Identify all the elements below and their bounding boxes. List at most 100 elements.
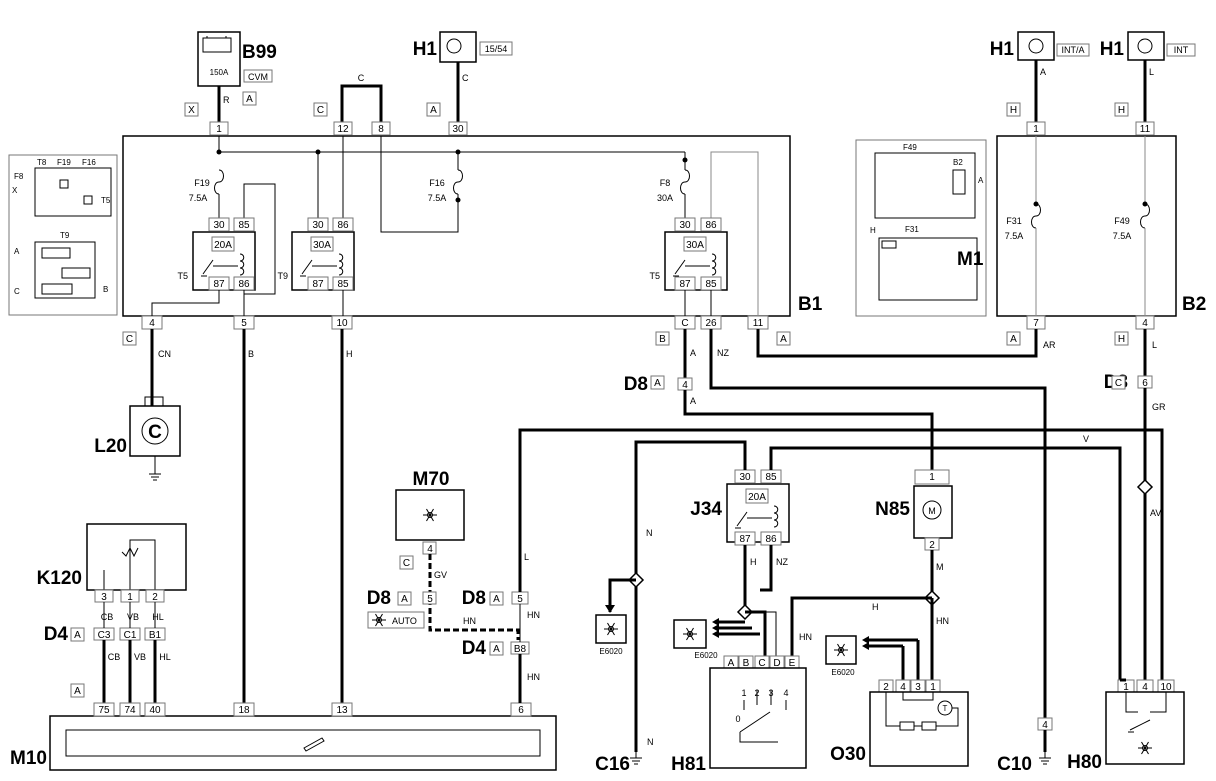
b1-top-pin-text: 12 [337,124,349,135]
e6020-h81-snowflake-icon-hub [687,631,693,637]
e6020-left-snowflake-icon-hub [608,626,614,632]
inset-c: C [14,287,20,296]
b99-body [197,31,241,87]
arrow-o30-2-head [862,642,869,650]
wire-nz-c10 [709,329,1047,718]
d8-right-tag-text: A [493,594,500,605]
b1-tag-a [776,331,791,346]
relay-top-pin-text: 85 [238,220,250,231]
b1-tag-a-text: A [780,334,787,345]
k120-pin-text: 1 [127,592,133,603]
relay-top-pin [332,217,354,232]
o30-thermo-text: T [943,704,948,713]
h81-pin-text: B [743,658,750,669]
inset-t5: T5 [101,196,111,205]
d8-a-tag-text: A [654,378,661,389]
m10-pin-text: 74 [124,705,136,716]
b1-bottom-pin-text: 10 [336,318,348,329]
inset-black-3 [41,247,71,259]
fuse-f31 [1031,203,1041,229]
wire-label-v: V [1083,434,1089,444]
arrow-e6020-left [605,605,615,613]
m10-pin-text: 13 [336,705,348,716]
wire-n-j34 [634,440,747,740]
fuse-f49 [1140,203,1150,229]
b1-bus-dot [216,149,222,155]
j34-bottom-pin-text: 86 [765,534,777,545]
m10-inner [65,729,541,757]
inset-black-1 [59,179,69,189]
arrow-h81-1-head [712,618,719,626]
m10-pin [144,702,166,717]
d8-mid-pin [422,591,437,605]
wire-label-r: R [223,95,230,105]
inset-a2: A [978,176,984,185]
b99-tag-a-text: A [246,94,253,105]
f31-rating: 7.5A [1005,231,1024,241]
d8-right-tag [489,591,504,606]
h81-switch-zero: 0 [735,714,740,724]
inset-black-4 [61,267,91,279]
k120-pin-text: 3 [101,592,107,603]
b1-bottom-pin-text: 26 [705,318,717,329]
c10-label: C10 [997,754,1032,775]
m10-screwdriver-icon [303,737,325,752]
l20-label: L20 [94,436,127,457]
b1-top-pin-text: 8 [378,124,384,135]
wire-label-h: H [346,349,353,359]
d8-a-pin-text: 4 [682,380,688,391]
b2-bottom-pin-text: 7 [1033,318,1039,329]
l20-tag [122,331,137,346]
relay-t9-rating-box [310,236,334,252]
wire-label-av: AV [1150,508,1161,518]
m10-pin [119,702,141,717]
h81-pin-text: A [728,658,735,669]
fuse-f19 [214,169,224,195]
fuse-f16 [453,169,463,195]
k120-wire-label: VB [127,612,139,622]
arrow-h81-3-head [712,630,719,638]
wire-a-n85 [683,390,934,470]
relay-top-pin [674,217,696,232]
inset-h: H [870,226,876,235]
b1-top-pin [333,121,353,136]
m70-snowflake-icon-hub [427,512,433,518]
t8-relay-label: T5 [649,271,660,281]
b1-t5-out [151,290,220,316]
b1-bottom-pin-text: 4 [149,318,155,329]
b2-dot [1142,201,1148,207]
relay-top-pin-text: 86 [337,220,349,231]
d8-mid-label: D8 [367,588,391,609]
b2-tag-h1 [1006,102,1021,117]
h1-int-key [1137,38,1153,54]
b2-tag-h3-text: H [1118,334,1125,345]
f19-rating: 7.5A [189,193,208,203]
b1-top-pin [448,121,468,136]
h80-internal [1125,692,1167,713]
d4-pin-text: C3 [98,630,111,641]
wire-label-a1: A [1040,67,1046,77]
b2-top-pin [1135,121,1155,136]
h81-pin-text: C [758,658,765,669]
j34-bottom-pin-text: 87 [739,534,751,545]
auto-snowflake-icon-hub [376,617,382,623]
wire-label-h3: H [872,602,879,612]
inset-h-block [881,240,897,249]
d4-pin-text: C1 [124,630,137,641]
b2-inset [855,139,987,317]
b99-battery-icon [202,37,232,53]
e6020-left-snowflake-icon-arm [607,622,615,636]
relay-t5-contact [202,259,214,275]
o30-body [869,691,969,767]
relay-bottom-pin-text: 87 [312,279,324,290]
d4-wire-label: CB [108,652,121,662]
d8-right-pin-text: 5 [517,594,523,605]
d8-c-tag [1111,375,1126,390]
wire-label-nz2: NZ [776,557,788,567]
inset-f31: F31 [905,225,919,234]
h80-snowflake-icon-arm [1141,741,1149,755]
wire-label-gr: GR [1152,402,1166,412]
b1-11-route [710,151,759,316]
tag-inta [1056,43,1090,57]
